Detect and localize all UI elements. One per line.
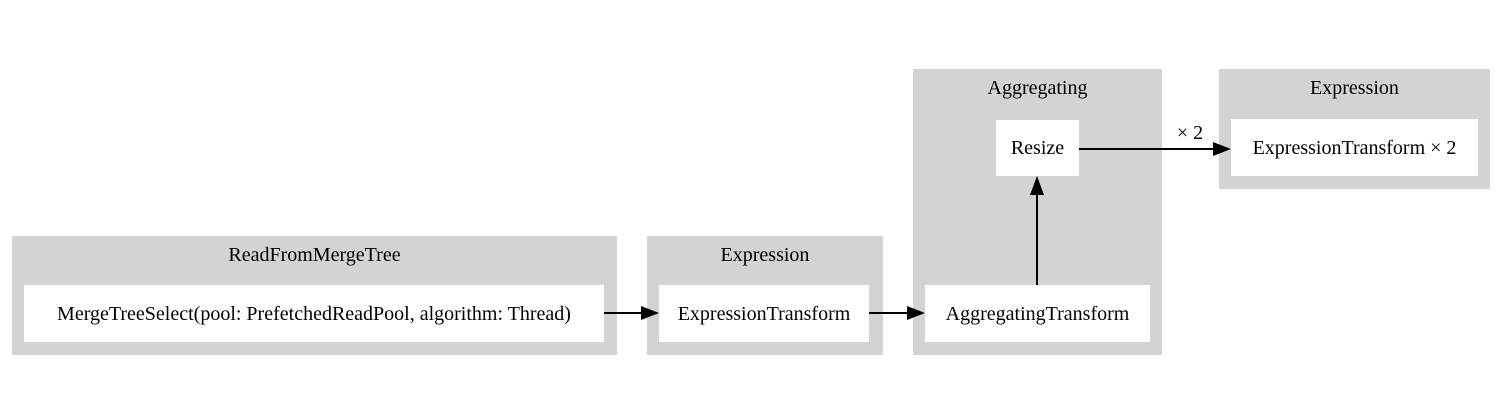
node-resize-label: Resize — [1010, 137, 1065, 159]
node-aggregating-transform-label: AggregatingTransform — [945, 302, 1130, 325]
node-merge-tree-select-label: MergeTreeSelect(pool: PrefetchedReadPool… — [57, 302, 571, 325]
node-aggregating-transform: AggregatingTransform — [925, 285, 1150, 342]
edge-resize-to-expression2-line — [1079, 148, 1214, 150]
edge-resize-to-expression2-arrowhead-icon — [1213, 142, 1231, 156]
edge-mergetree-to-expression-line — [604, 312, 642, 314]
node-resize: Resize — [996, 120, 1079, 176]
cluster-title-read-from-merge-tree: ReadFromMergeTree — [228, 244, 401, 266]
cluster-expression-1: Expression ExpressionTransform — [647, 236, 883, 355]
cluster-title-expression-1: Expression — [720, 244, 810, 266]
cluster-title-expression-2: Expression — [1310, 77, 1399, 99]
cluster-expression-2: Expression ExpressionTransform × 2 — [1219, 69, 1490, 189]
node-expression-transform: ExpressionTransform — [659, 285, 869, 342]
cluster-title-aggregating: Aggregating — [987, 77, 1088, 99]
edge-mergetree-to-expression-arrowhead-icon — [641, 306, 659, 320]
edge-expression-to-aggregating-line — [869, 312, 908, 314]
node-expression-transform-x2: ExpressionTransform × 2 — [1231, 119, 1478, 176]
edge-expression-to-aggregating-arrowhead-icon — [907, 306, 925, 320]
cluster-read-from-merge-tree: ReadFromMergeTree MergeTreeSelect(pool: … — [12, 236, 617, 355]
node-merge-tree-select: MergeTreeSelect(pool: PrefetchedReadPool… — [24, 285, 604, 342]
node-expression-transform-x2-label: ExpressionTransform × 2 — [1252, 136, 1457, 159]
cluster-aggregating: Aggregating Resize AggregatingTransform — [913, 69, 1162, 355]
edge-aggregating-to-resize-line — [1036, 193, 1038, 285]
node-expression-transform-label: ExpressionTransform — [677, 302, 851, 325]
edge-label-x2: × 2 — [1176, 122, 1204, 144]
edge-aggregating-to-resize-arrowhead-icon — [1030, 176, 1044, 195]
